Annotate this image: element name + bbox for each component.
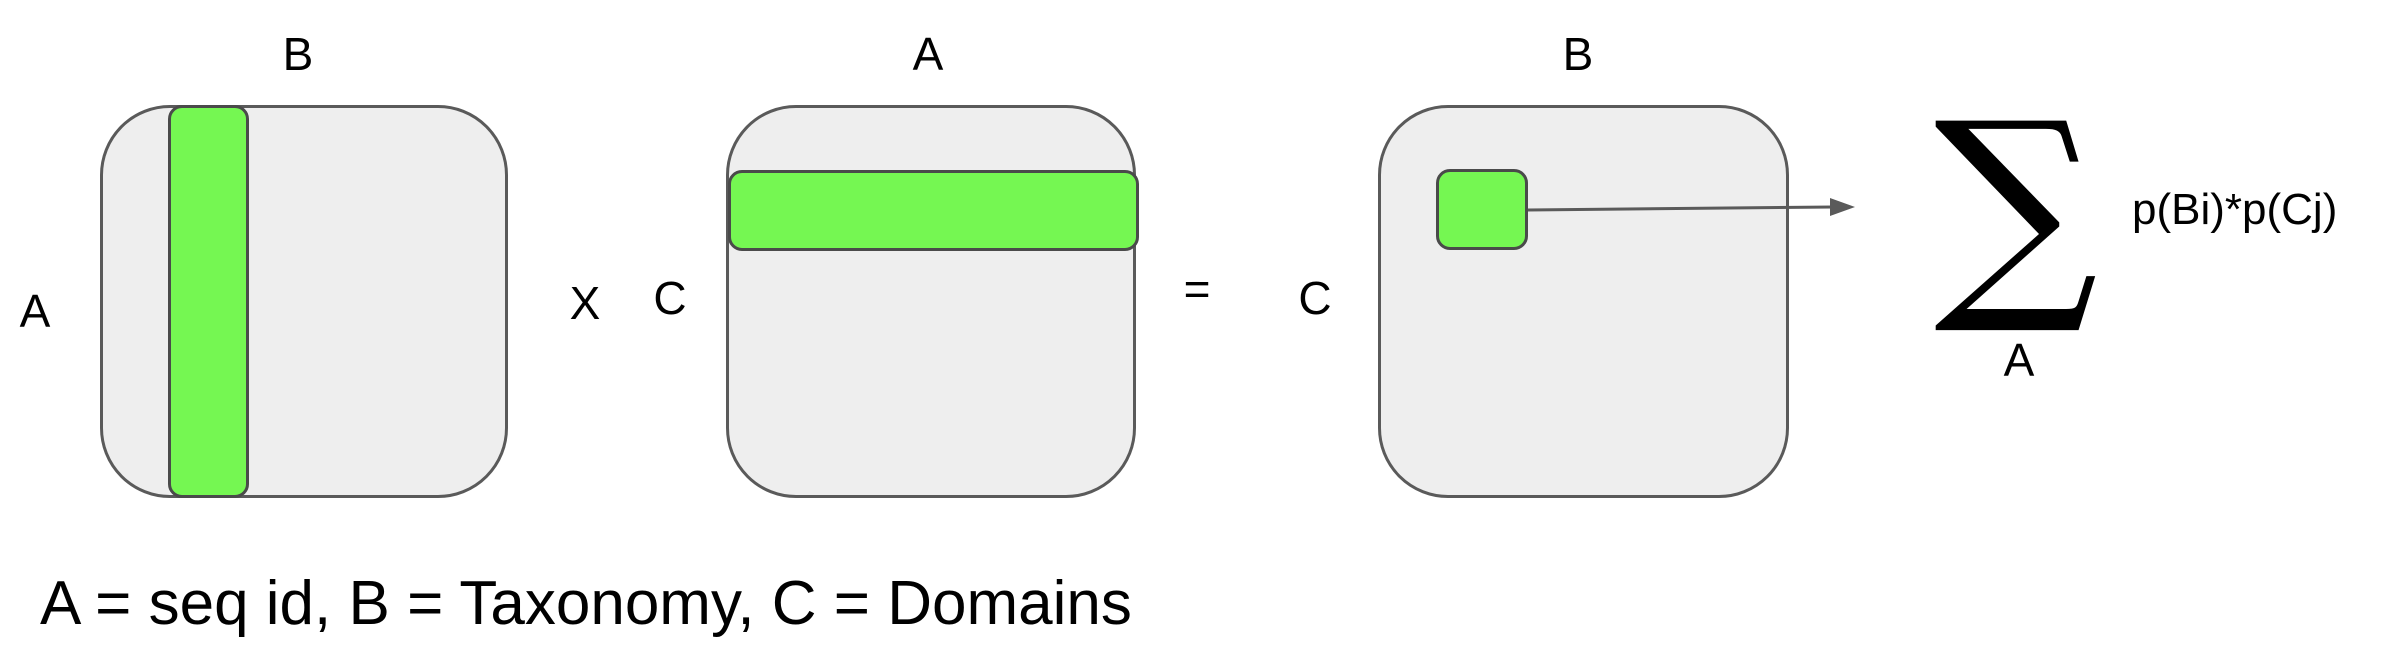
arrowhead-icon bbox=[1830, 198, 1855, 216]
matrix3-cell-highlight bbox=[1436, 169, 1528, 250]
arrow-line bbox=[1527, 205, 1834, 212]
matrix2-top-label: A bbox=[912, 28, 944, 80]
multiply-operator: X bbox=[569, 277, 601, 329]
summation-index-label: A bbox=[2003, 334, 2035, 386]
matrix2-row-highlight bbox=[728, 170, 1139, 251]
equals-operator: = bbox=[1183, 263, 1211, 315]
matrix3 bbox=[1378, 105, 1789, 498]
legend-text: A = seq id, B = Taxonomy, C = Domains bbox=[40, 569, 1132, 638]
matrix1-left-label: A bbox=[19, 285, 51, 337]
matrix1-column-highlight bbox=[168, 105, 249, 498]
matrix3-left-label: C bbox=[1298, 272, 1332, 324]
summation-expression: p(Bi)*p(Cj) bbox=[2132, 185, 2338, 234]
matrix2-left-label: C bbox=[653, 272, 687, 324]
matrix1-top-label: B bbox=[282, 28, 314, 80]
matrix3-top-label: B bbox=[1562, 28, 1594, 80]
summation-symbol: ∑ bbox=[1933, 74, 2099, 341]
